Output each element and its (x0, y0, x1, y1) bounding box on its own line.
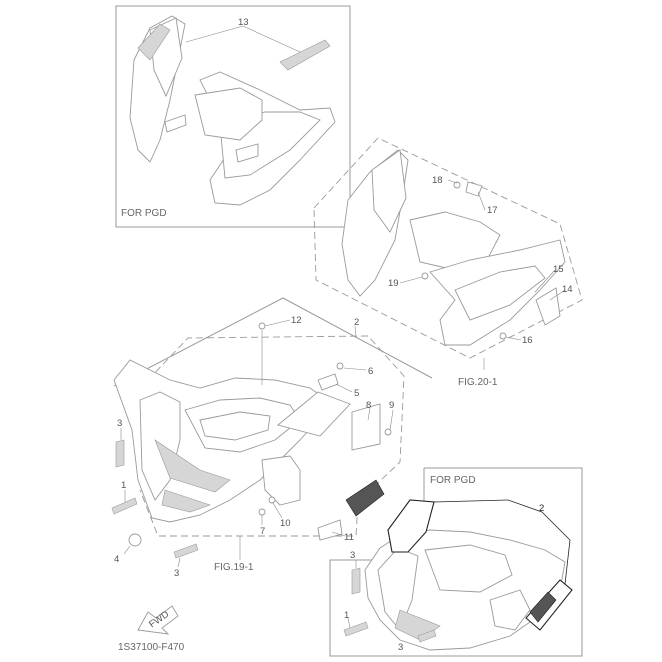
callout-3-pgd-lower: 3 (398, 642, 403, 653)
callout-10: 10 (280, 518, 291, 529)
callout-2-pgd: 2 (539, 503, 544, 514)
box-top-caption: FOR PGD (121, 208, 167, 219)
callout-13: 13 (238, 17, 249, 28)
fig-20-label: FIG.20-1 (458, 377, 498, 388)
callout-9: 9 (389, 400, 394, 411)
forward-arrow-icon: FWD (137, 605, 179, 635)
callout-18: 18 (432, 175, 443, 186)
callout-7: 7 (260, 526, 265, 537)
group-fig-20-1: 15 14 16 17 18 19 FIG.20-1 (313, 137, 583, 388)
callout-8: 8 (366, 400, 371, 411)
fig-19-label: FIG.19-1 (214, 562, 254, 573)
callout-15: 15 (553, 264, 564, 275)
callout-5: 5 (354, 388, 359, 399)
callout-1: 1 (121, 480, 126, 491)
callout-14: 14 (562, 284, 573, 295)
diagram-code: 1S37100-F470 (118, 642, 185, 653)
group-fig-19-1: 12 2 6 5 8 9 10 7 11 3 1 4 3 FIG.19-1 (111, 297, 433, 579)
callout-3-upper: 3 (117, 418, 122, 429)
callout-17: 17 (487, 205, 498, 216)
box-top-for-pgd: FOR PGD 13 (115, 5, 351, 228)
callout-3-pgd-upper: 3 (350, 550, 355, 561)
box-bottom-for-pgd: FOR PGD 2 3 1 3 (329, 467, 583, 657)
callout-12: 12 (291, 315, 302, 326)
callout-6: 6 (368, 366, 373, 377)
callout-2: 2 (354, 317, 359, 328)
box-bottom-caption: FOR PGD (430, 475, 476, 486)
callout-19: 19 (388, 278, 399, 289)
callout-4: 4 (114, 554, 119, 565)
callout-11: 11 (344, 532, 354, 543)
callout-1-pgd: 1 (344, 610, 349, 621)
callout-16: 16 (522, 335, 533, 346)
callout-3-lower: 3 (174, 568, 179, 579)
